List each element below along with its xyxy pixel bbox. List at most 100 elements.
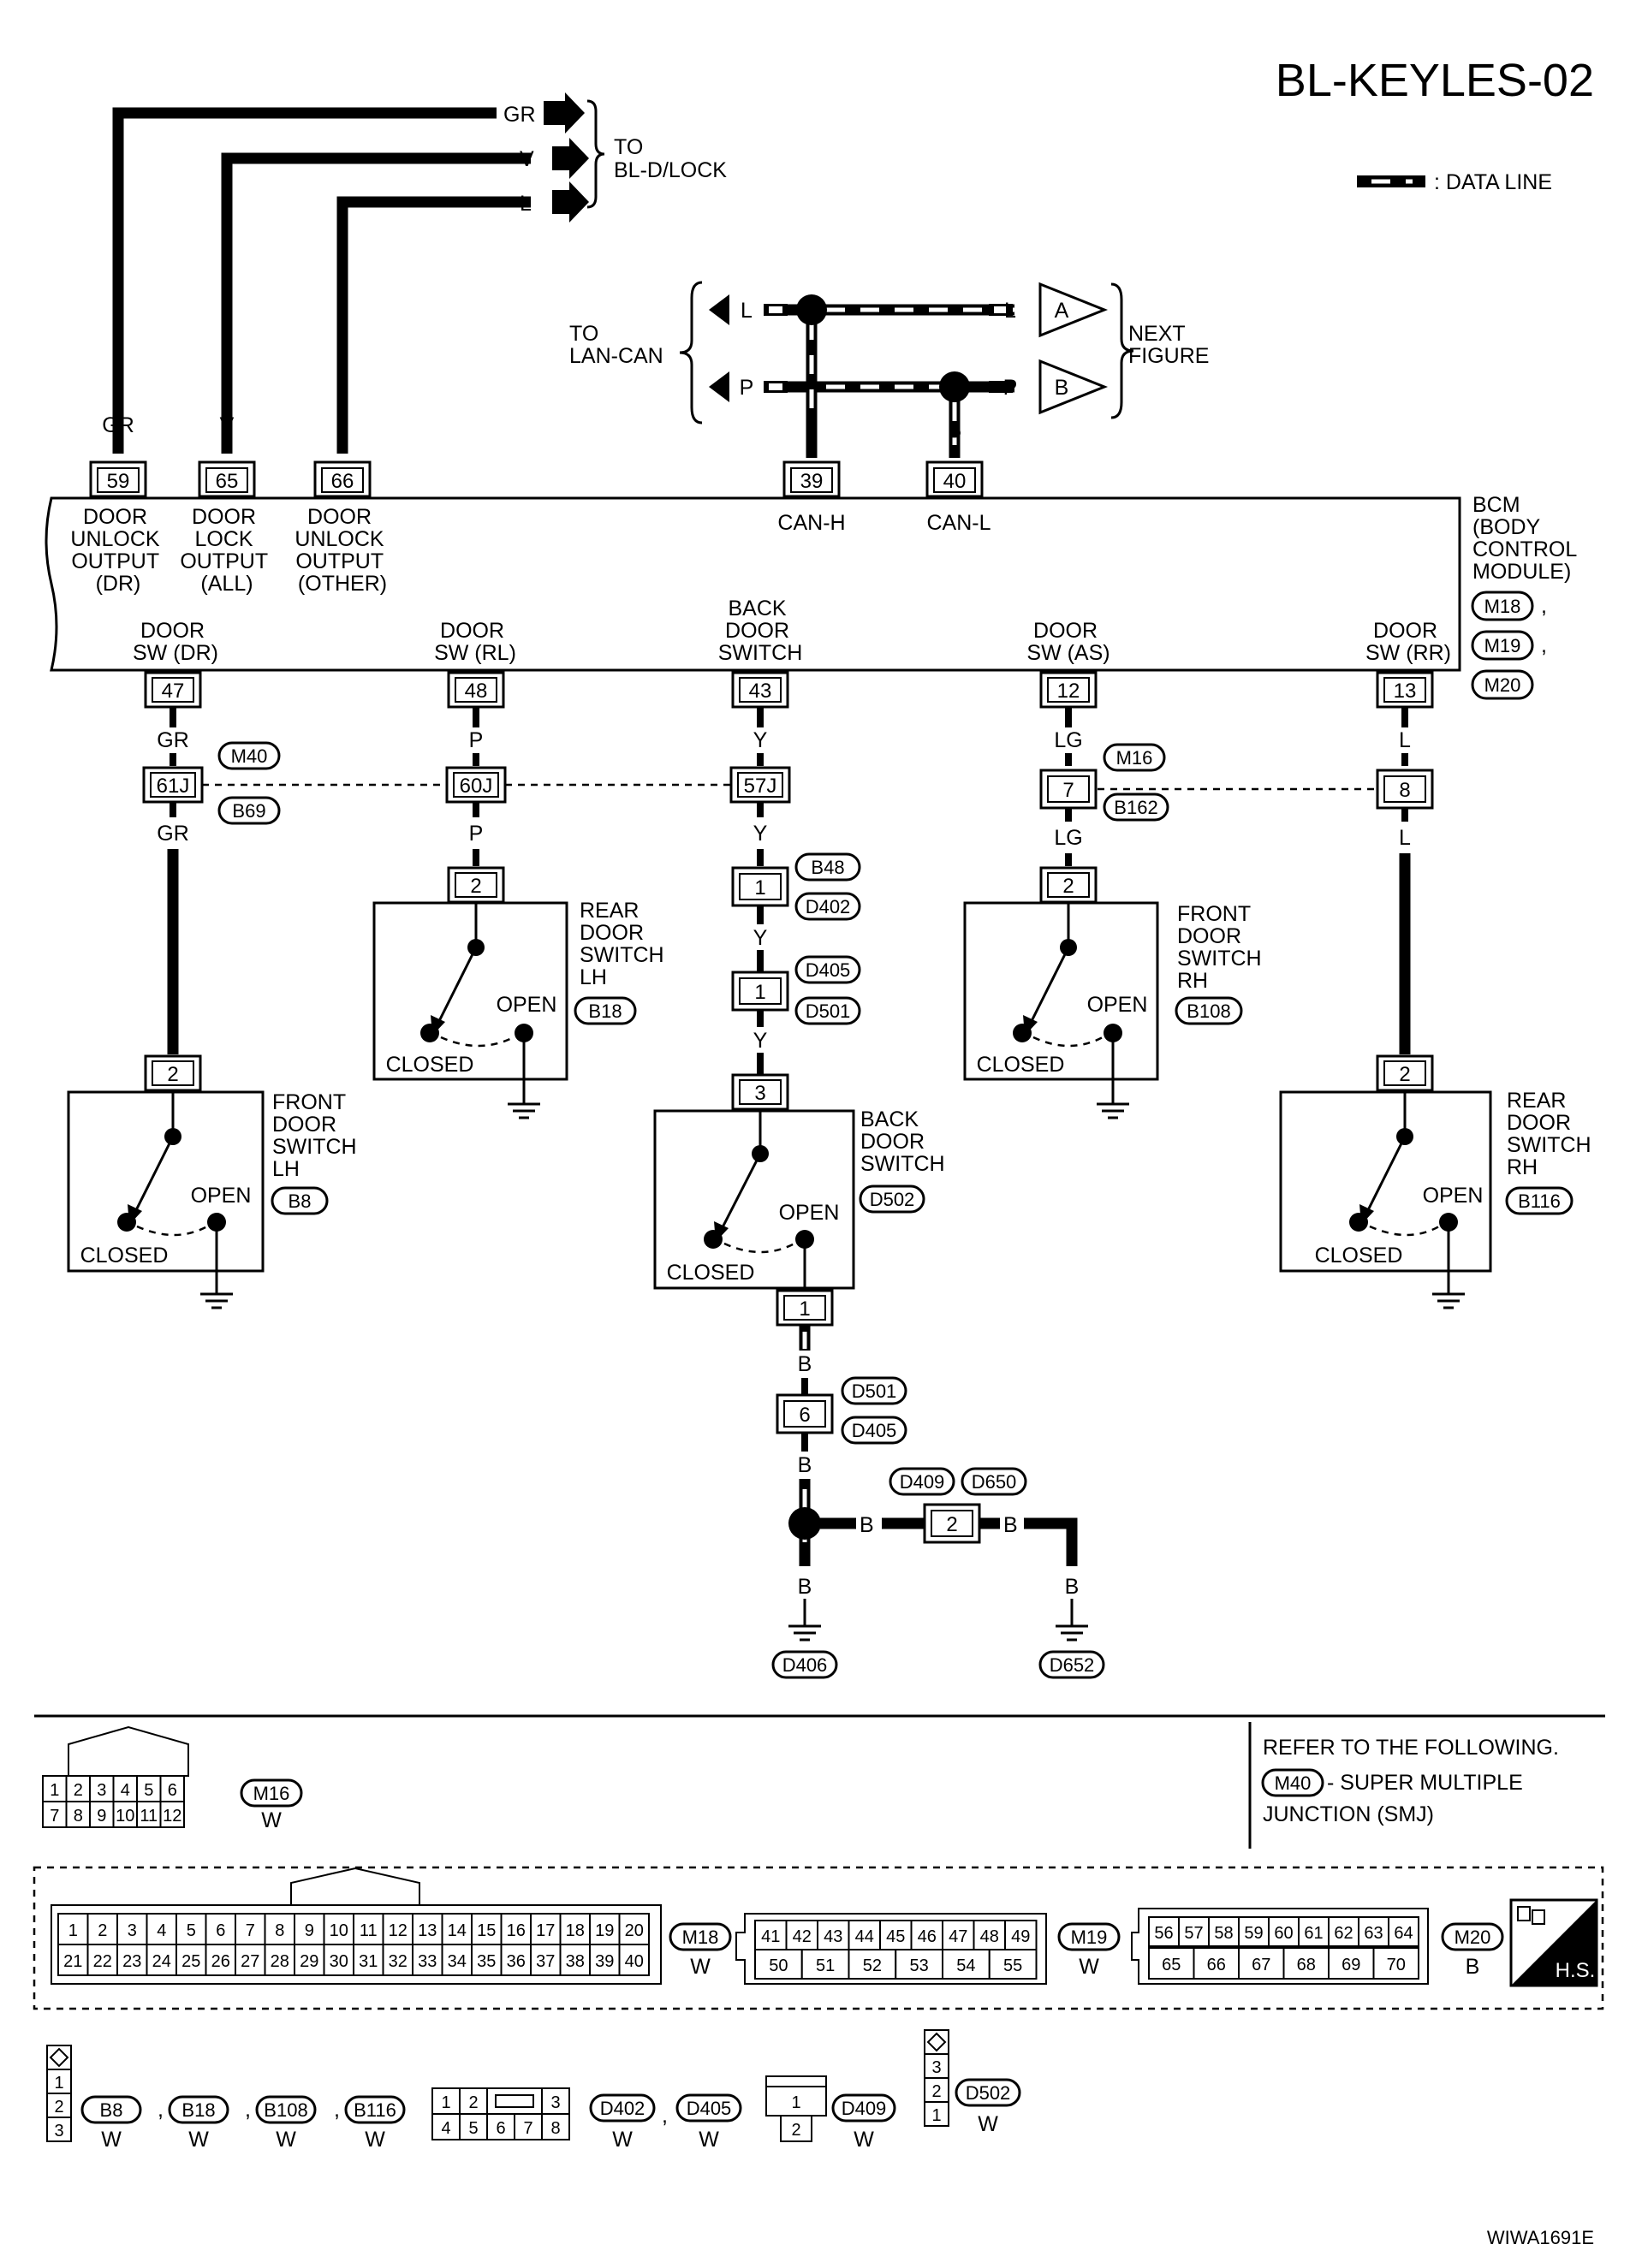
m19-color: W (1079, 1955, 1099, 1979)
d-group-pin-5: 5 (468, 2119, 478, 2138)
m18-pin-36: 36 (507, 1952, 526, 1971)
wire-color-gr: GR (102, 413, 134, 437)
d-group-color-d402: W (612, 2128, 633, 2152)
m16-pin-3: 3 (97, 1781, 106, 1800)
wire-color-b-5: B (798, 1575, 812, 1599)
svg-text:FRONT DOOR SWITCH: FRONT DOOR SWITCH LH (272, 1090, 363, 1181)
bcm-pin-48: 48 (465, 680, 488, 703)
wire-color-b-4: B (1003, 1513, 1018, 1537)
m18-pin-24: 24 (152, 1952, 171, 1971)
wire-color-l-can: L (741, 299, 753, 323)
svg-text:BCM (BODY CONTROL: BCM (BODY CONTROL MODULE) (1472, 493, 1582, 584)
m18-pin-17: 17 (536, 1921, 555, 1940)
wire-color-y-lower: Y (753, 822, 768, 846)
front-rh-label-l4: RH (1177, 969, 1208, 993)
m20-pin-64: 64 (1394, 1924, 1413, 1943)
wire-color-p-lower: P (469, 822, 484, 846)
bcm-label-can-h: CAN-H (777, 511, 845, 535)
wire-color-b-6: B (1065, 1575, 1080, 1599)
rear-door-switch-rh: 2 OPEN CLOSED REAR DOOR SWITCH RH B116 (1279, 1054, 1597, 1309)
m18-pin-35: 35 (477, 1952, 496, 1971)
svg-text:FRONT DOOR SWITCH: FRONT DOOR SWITCH RH (1177, 902, 1268, 993)
m18-pin-40: 40 (625, 1952, 644, 1971)
bcm-label-13-l2: SW (RR) (1365, 641, 1451, 665)
arrow-right-icon (552, 138, 589, 179)
back-c1-pin: 1 (754, 876, 765, 899)
front-lh-conn: B8 (289, 1190, 312, 1212)
svg-text:DOOR SW (RR): DOOR SW (RR) (1365, 619, 1451, 665)
output-wires: GR V L TO BL-D/LOCK GR V L (102, 92, 727, 454)
b-group-name-b18: B18 (181, 2099, 215, 2121)
wire-color-b-2: B (798, 1453, 812, 1477)
m18-pin-28: 28 (271, 1952, 289, 1971)
svg-text:REAR DOOR SWITCH: REAR DOOR SWITCH RH (1507, 1089, 1597, 1179)
b-group-color-b108: W (276, 2128, 296, 2152)
m18-pin-29: 29 (300, 1952, 318, 1971)
back-door-chain: 1 B48 D402 Y 1 D405 D501 Y 3 OPEN CLOSED… (653, 852, 1105, 1679)
bcm-pin-47: 47 (162, 680, 185, 703)
bcm-pin-43: 43 (749, 680, 772, 703)
b-group-sep: , (334, 2098, 340, 2122)
arrow-label-b: B (1055, 376, 1069, 400)
back-c2-bottom: D501 (806, 1000, 851, 1022)
arrow-right-icon (544, 92, 585, 134)
wire-color-b-3: B (860, 1513, 874, 1537)
back-conn: D502 (870, 1189, 915, 1210)
wire-color-b-1: B (798, 1352, 812, 1376)
svg-text:BACK DOOR SWITCH: BACK DOOR SWITCH (718, 597, 803, 665)
junction-conn-b69: B69 (232, 800, 265, 822)
back-c2b-right: D650 (972, 1471, 1017, 1493)
m19-pin-55: 55 (1003, 1956, 1022, 1975)
bcm-name-l1: BCM (1472, 493, 1520, 517)
m18-pin-13: 13 (418, 1921, 437, 1940)
back-c1-top: B48 (811, 857, 844, 878)
m18-pin-10: 10 (330, 1921, 348, 1940)
back-c2-top: D405 (806, 959, 851, 981)
d-group-pin-6: 6 (496, 2119, 505, 2138)
rear-lh-label-l2: DOOR (580, 921, 644, 945)
m18-pin-21: 21 (63, 1952, 82, 1971)
m16-pin-2: 2 (74, 1781, 83, 1800)
b-group-pin-1: 1 (54, 2074, 63, 2093)
m18-pin-25: 25 (181, 1952, 200, 1971)
d502-color: W (978, 2112, 998, 2136)
m18-pin-26: 26 (211, 1952, 230, 1971)
d502-name: D502 (966, 2082, 1011, 2104)
hs-label: H.S. (1556, 1959, 1596, 1982)
bcm-conn-m18: M18 (1484, 596, 1521, 617)
rear-lh-closed: CLOSED (386, 1053, 474, 1077)
svg-text:DOOR UNLOCK OUTPUT: DOOR UNLOCK OUTPUT (OTHER) (294, 505, 390, 596)
svg-text:BACK DOOR SWITCH: BACK DOOR SWITCH (860, 1107, 945, 1176)
bcm-name-l2: (BODY (1472, 515, 1541, 539)
d502-pin-1: 1 (931, 2106, 941, 2125)
front-lh-label-l4: LH (272, 1157, 300, 1181)
front-door-switch-rh: 2 OPEN CLOSED FRONT DOOR SWITCH RH B108 (963, 866, 1268, 1119)
refer-line2: - SUPER MULTIPLE (1327, 1771, 1523, 1795)
svg-text:DOOR UNLOCK OUTPUT: DOOR UNLOCK OUTPUT (DR) (70, 505, 165, 596)
d-group-pin-8: 8 (550, 2119, 560, 2138)
front-rh-label-l2: DOOR (1177, 924, 1241, 948)
d-group-pin-7: 7 (523, 2119, 532, 2138)
m18-pin-12: 12 (389, 1921, 408, 1940)
m18-pin-6: 6 (216, 1921, 225, 1940)
m19-pin-49: 49 (1011, 1927, 1030, 1946)
m20-pin-59: 59 (1244, 1924, 1263, 1943)
junction-pin-8: 8 (1399, 779, 1410, 802)
svg-text:DOOR LOCK OUTPUT: DOOR LOCK OUTPUT (ALL) (180, 505, 273, 596)
m16-pin-5: 5 (144, 1781, 153, 1800)
rear-rh-pin: 2 (1399, 1063, 1410, 1086)
m16-pin-1: 1 (50, 1781, 59, 1800)
m19-pin-46: 46 (918, 1927, 937, 1946)
front-rh-closed: CLOSED (977, 1053, 1065, 1077)
m18-pin-23: 23 (122, 1952, 141, 1971)
junction-pin-7: 7 (1062, 779, 1074, 802)
rear-door-switch-lh: 2 OPEN CLOSED REAR DOOR SWITCH LH B18 (372, 866, 664, 1119)
front-lh-pin: 2 (167, 1063, 178, 1086)
junction-conn-b162: B162 (1114, 797, 1157, 818)
d409-name: D409 (842, 2098, 887, 2119)
wire-color-v: V (220, 413, 235, 437)
m18-pin-11: 11 (360, 1921, 378, 1940)
wire-color-gr-lower: GR (157, 822, 189, 846)
d409-color: W (854, 2128, 874, 2152)
